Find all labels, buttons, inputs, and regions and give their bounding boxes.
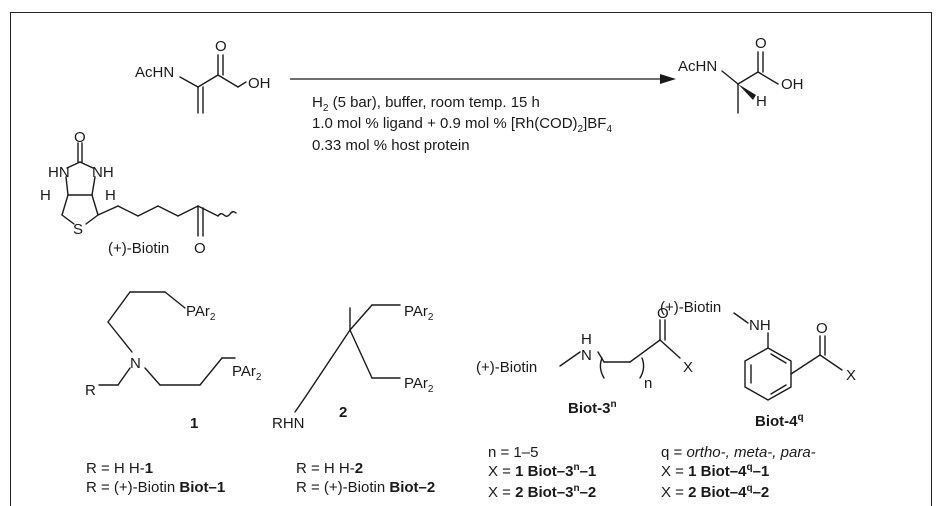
product-o-label: O [755,35,767,52]
compound-2-rhn: RHN [272,415,305,432]
biot-3-label: Biot-3n [568,399,617,417]
biot-3-x1: X = 1 Biot–3n–1 [488,462,596,480]
substrate-molecule: AcHN OH O [135,38,271,114]
biot-4-q: q = ortho-, meta-, para- [661,444,816,461]
biot-4-x1: X = 1 Biot–4q–1 [661,462,769,480]
biot-3-molecule: (+)-Biotin H N O X n Biot-3n n = 1–5 X =… [476,305,693,501]
condition-line-2: 1.0 mol % ligand + 0.9 mol % [Rh(COD)2]B… [312,115,612,135]
biotin-nh: NH [92,164,114,181]
compound-2-par2-bot: PAr2 [404,375,434,395]
biotin-h-left: H [40,187,51,204]
biot-4-molecule: (+)-Biotin NH O X Biot-4q q = ortho-, me… [660,299,856,501]
biot-3-biotin: (+)-Biotin [476,359,537,376]
substrate-oh-label: OH [248,75,271,92]
compound-1-def-2: R = (+)-Biotin Biot–1 [86,479,225,496]
compound-1-par2-mid: PAr2 [232,363,262,383]
substrate-achn-label: AcHN [135,64,174,81]
compound-2-def-1: R = H H-2 [296,460,363,477]
biotin-o-bottom: O [194,240,206,257]
scheme-frame [10,12,932,506]
biotin-h-right: H [105,187,116,204]
compound-2-par2-top: PAr2 [404,303,434,323]
biot-3-n: N [581,347,592,364]
biotin-o-top: O [74,129,86,146]
compound-1: R N PAr2 PAr2 1 R = H H-1 R = (+)-Biotin… [85,291,262,496]
compound-1-n: N [130,355,141,372]
biot-3-o: O [657,305,669,322]
compound-1-par2-top: PAr2 [186,303,216,323]
compound-1-number: 1 [190,415,198,432]
biot-4-x: X [846,367,856,384]
compound-2-number: 2 [339,404,347,421]
biot-3-h: H [581,331,592,348]
biot-4-biotin: (+)-Biotin [660,299,721,316]
biot-4-label: Biot-4q [755,412,804,430]
biot-4-nh: NH [749,317,771,334]
biot-3-n-range: n = 1–5 [488,444,538,461]
reaction-conditions: H2 (5 bar), buffer, room temp. 15 h 1.0 … [312,94,612,154]
biot-3-x2: X = 2 Biot–3n–2 [488,483,596,501]
condition-line-3: 0.33 mol % host protein [312,137,470,154]
biotin-s: S [73,221,83,238]
biot-4-x2: X = 2 Biot–4q–2 [661,483,769,501]
biotin-molecule: O HN NH H H S (+)-Biotin O [40,129,237,257]
condition-line-1: H2 (5 bar), buffer, room temp. 15 h [312,94,540,114]
biotin-name: (+)-Biotin [108,240,169,257]
product-h-label: H [756,93,767,110]
reaction-arrow [290,74,676,84]
compound-1-def-1: R = H H-1 [86,460,153,477]
biot-4-o: O [816,320,828,337]
biot-3-n-sub: n [644,375,652,392]
biotin-hn: HN [48,164,70,181]
compound-2-def-2: R = (+)-Biotin Biot–2 [296,479,435,496]
product-achn-label: AcHN [678,58,717,75]
compound-1-r: R [85,382,96,399]
substrate-o-label: O [215,38,227,55]
product-oh-label: OH [781,76,804,93]
biot-3-x: X [683,359,693,376]
compound-2: RHN 2 PAr2 PAr2 R = H H-2 R = (+)-Biotin… [272,303,435,496]
product-molecule: AcHN OH O H [678,35,804,114]
